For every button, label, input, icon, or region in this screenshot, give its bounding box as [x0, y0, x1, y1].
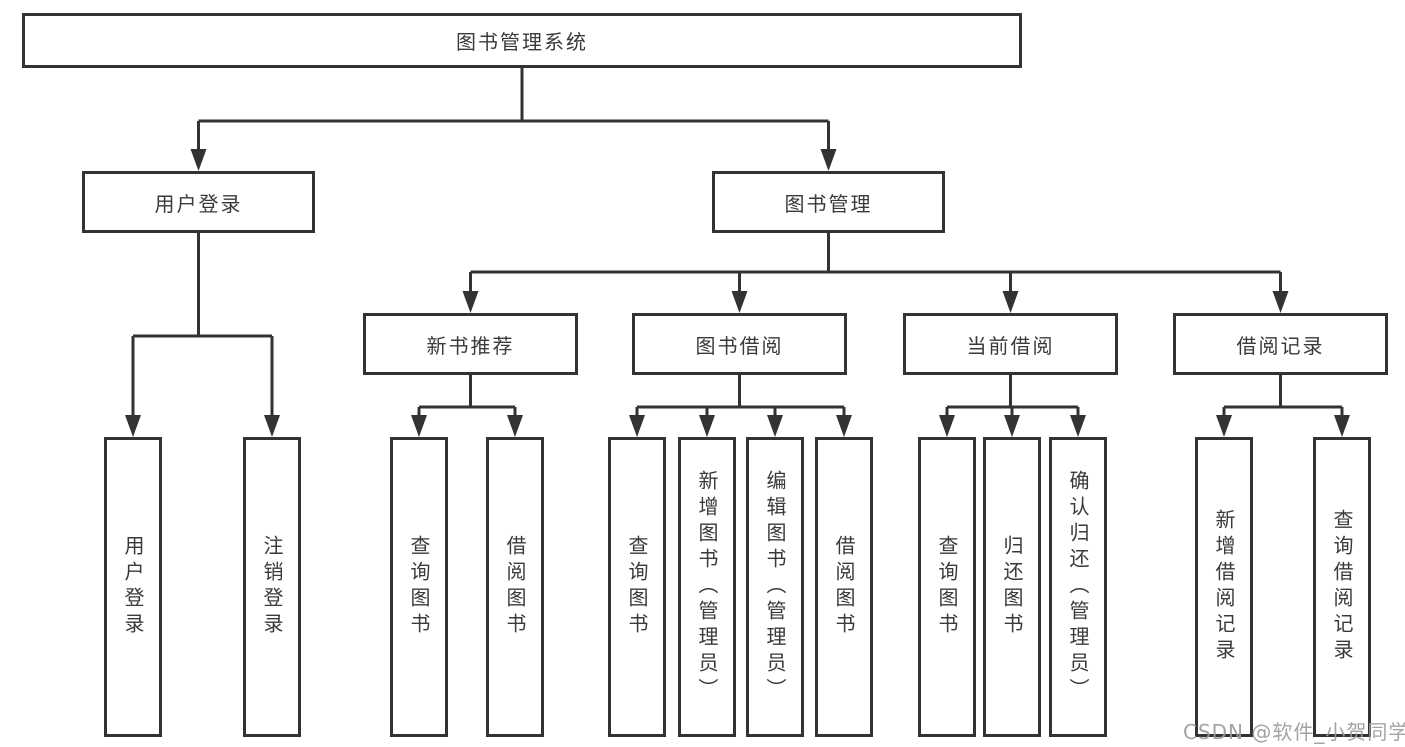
node-label: 用户登录	[154, 191, 243, 216]
leaf-logout: 注销登录	[243, 437, 301, 737]
node-label: 借阅图书	[832, 535, 856, 639]
node-label: 图书管理系统	[456, 30, 588, 54]
leaf-add-book-admin: 新增图书（管理员）	[678, 437, 736, 737]
leaf-add-borrow-record: 新增借阅记录	[1195, 437, 1253, 737]
node-label: 查询图书	[625, 535, 649, 639]
arrowhead	[411, 415, 427, 437]
node-label: 归还图书	[1000, 535, 1024, 639]
node-label: 查询图书	[407, 535, 431, 639]
arrowhead	[462, 291, 479, 313]
leaf-query-books-borrowing: 查询图书	[608, 437, 666, 737]
arrowhead	[699, 415, 715, 437]
arrowhead	[264, 415, 280, 437]
arrowhead	[629, 415, 645, 437]
arrowhead	[125, 415, 141, 437]
leaf-borrow-books-recommend: 借阅图书	[486, 437, 544, 737]
node-library-management-system: 图书管理系统	[22, 13, 1022, 68]
node-label: 注销登录	[260, 535, 284, 639]
node-label: 确认归还（管理员）	[1066, 470, 1090, 704]
node-label: 图书管理	[784, 191, 873, 216]
arrowhead	[507, 415, 523, 437]
node-label: 借阅记录	[1236, 333, 1325, 358]
node-label: 用户登录	[121, 535, 145, 639]
node-label: 新增图书（管理员）	[695, 470, 719, 704]
leaf-confirm-return-admin: 确认归还（管理员）	[1049, 437, 1107, 737]
arrowhead	[767, 415, 783, 437]
node-label: 图书借阅	[695, 333, 784, 358]
arrowhead	[836, 415, 852, 437]
node-label: 新增借阅记录	[1212, 509, 1236, 665]
node-label: 当前借阅	[966, 333, 1055, 358]
arrowhead	[1070, 415, 1086, 437]
node-book-borrowing: 图书借阅	[632, 313, 847, 375]
arrowhead	[731, 291, 748, 313]
csdn-watermark: CSDN @软件_小贺同学	[1183, 720, 1405, 744]
node-borrowing-records: 借阅记录	[1173, 313, 1388, 375]
arrowhead	[1002, 291, 1019, 313]
arrowhead	[1004, 415, 1020, 437]
node-label: 编辑图书（管理员）	[763, 470, 787, 704]
arrowhead	[939, 415, 955, 437]
node-book-management: 图书管理	[712, 171, 945, 233]
leaf-query-borrow-record: 查询借阅记录	[1313, 437, 1371, 737]
node-user-login: 用户登录	[82, 171, 315, 233]
arrowhead	[1334, 415, 1350, 437]
leaf-return-books: 归还图书	[983, 437, 1041, 737]
arrowhead	[1216, 415, 1232, 437]
node-label: 新书推荐	[426, 333, 515, 358]
arrowhead	[190, 149, 207, 171]
node-current-borrowing: 当前借阅	[903, 313, 1118, 375]
leaf-query-books-recommend: 查询图书	[390, 437, 448, 737]
leaf-user-login: 用户登录	[104, 437, 162, 737]
leaf-borrow-books-borrowing: 借阅图书	[815, 437, 873, 737]
node-label: 借阅图书	[503, 535, 527, 639]
arrowhead	[820, 149, 837, 171]
leaf-query-books-current: 查询图书	[918, 437, 976, 737]
leaf-edit-book-admin: 编辑图书（管理员）	[746, 437, 804, 737]
node-label: 查询图书	[935, 535, 959, 639]
arrowhead	[1272, 291, 1289, 313]
node-label: 查询借阅记录	[1330, 509, 1354, 665]
node-new-book-recommendation: 新书推荐	[363, 313, 578, 375]
